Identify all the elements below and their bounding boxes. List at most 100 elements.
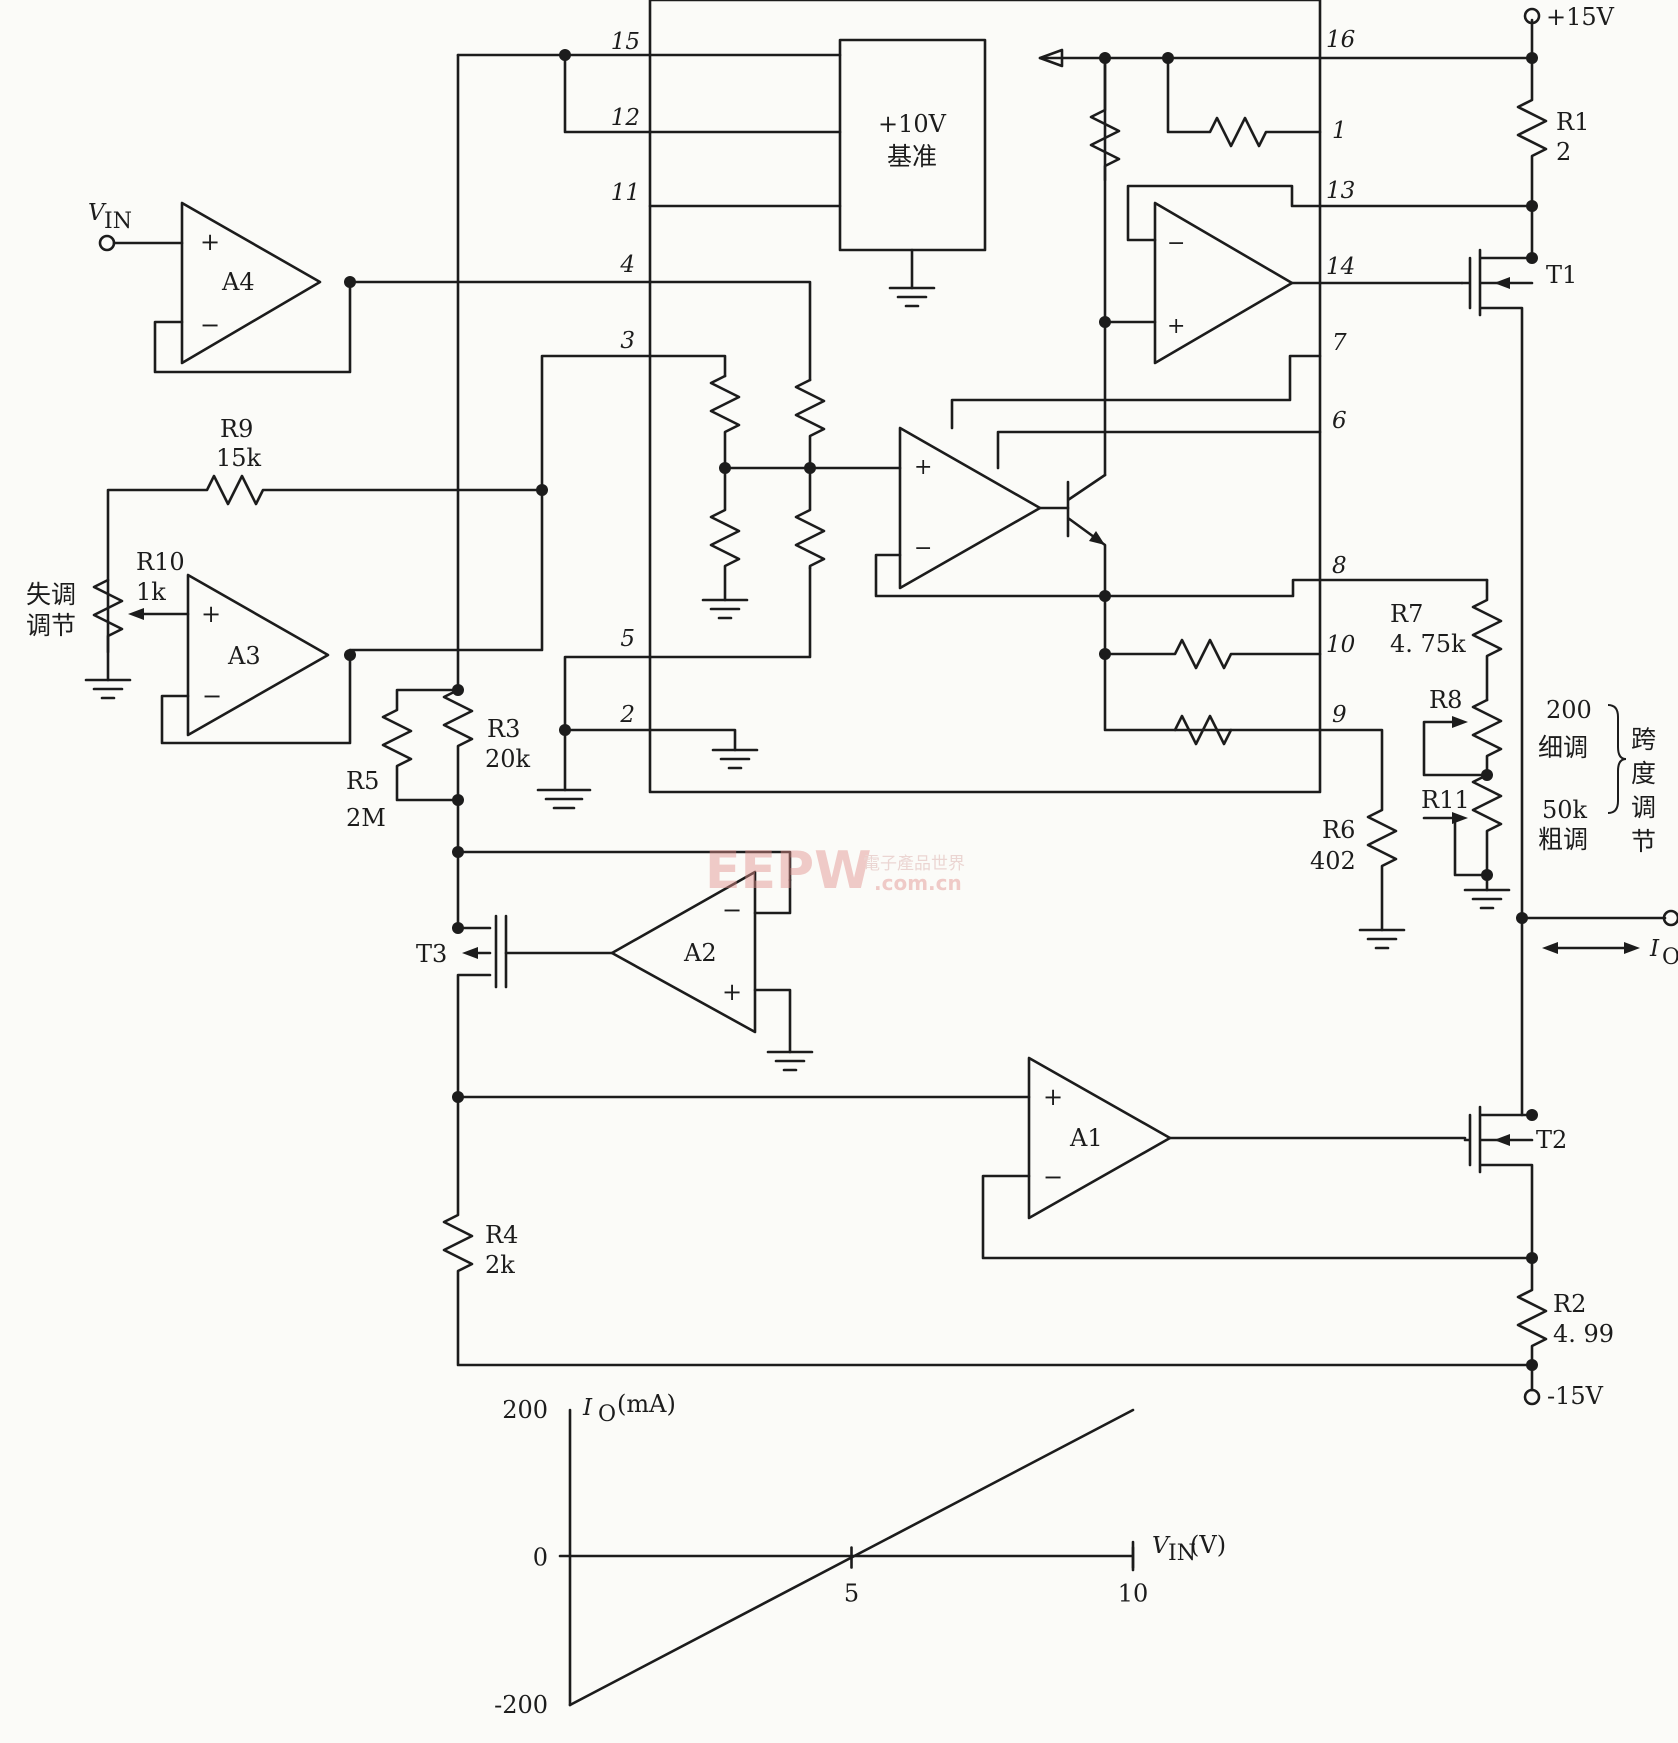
svg-text:A1: A1 xyxy=(1069,1124,1103,1152)
reference-label-cn: 基准 xyxy=(887,142,937,171)
svg-text:R8: R8 xyxy=(1429,686,1462,714)
svg-text:O: O xyxy=(1662,945,1678,970)
svg-text:度: 度 xyxy=(1631,759,1656,788)
reference-label: +10V xyxy=(878,110,947,138)
amp-a4 xyxy=(180,201,322,365)
svg-text:R1: R1 xyxy=(1556,108,1589,136)
svg-text:+: + xyxy=(1167,314,1185,339)
svg-text:15: 15 xyxy=(611,29,640,55)
pin-numbers: 15 12 11 4 3 5 2 16 1 13 14 7 6 8 10 9 xyxy=(611,27,1356,728)
internal-buffer xyxy=(1153,201,1294,365)
output-current-label: I xyxy=(1649,936,1660,962)
svg-text:R2: R2 xyxy=(1553,1290,1586,1318)
svg-text:7: 7 xyxy=(1332,330,1347,356)
svg-text:14: 14 xyxy=(1326,254,1355,280)
svg-text:节: 节 xyxy=(1631,827,1656,856)
svg-text:2: 2 xyxy=(1556,138,1571,166)
svg-text:12: 12 xyxy=(611,105,640,131)
svg-text:.com.cn: .com.cn xyxy=(874,871,962,895)
chart-y-tick-label: -200 xyxy=(494,1691,548,1719)
svg-text:R4: R4 xyxy=(485,1221,518,1249)
svg-text:−: − xyxy=(202,682,222,710)
svg-text:R10: R10 xyxy=(136,548,185,576)
svg-text:R9: R9 xyxy=(220,415,253,443)
svg-text:50k: 50k xyxy=(1542,796,1588,824)
svg-text:A2: A2 xyxy=(683,939,717,967)
chart-x-tick-label: 5 xyxy=(844,1580,859,1608)
svg-text:R5: R5 xyxy=(346,767,379,795)
chart-xlabel: V xyxy=(1152,1533,1171,1559)
svg-text:15k: 15k xyxy=(216,444,262,472)
svg-text:1: 1 xyxy=(1332,118,1347,144)
svg-text:20k: 20k xyxy=(485,745,531,773)
svg-text:2: 2 xyxy=(619,702,635,728)
supply-pos: +15V xyxy=(1546,3,1615,31)
chart-ylabel: I xyxy=(582,1395,593,1421)
chart-x-axis xyxy=(558,1540,1135,1572)
internal-opamp xyxy=(898,426,1042,590)
svg-text:8: 8 xyxy=(1332,553,1347,579)
svg-text:O: O xyxy=(598,1402,616,1427)
svg-text:1k: 1k xyxy=(136,578,166,606)
svg-text:(V): (V) xyxy=(1190,1531,1226,1559)
supply-neg: -15V xyxy=(1547,1382,1604,1410)
svg-text:T2: T2 xyxy=(1536,1126,1567,1154)
svg-text:+: + xyxy=(722,978,742,1006)
svg-text:16: 16 xyxy=(1326,27,1355,53)
svg-text:+: + xyxy=(201,600,221,628)
amp-a1 xyxy=(1027,1056,1172,1220)
ground-ref xyxy=(888,286,936,308)
svg-text:细调: 细调 xyxy=(1538,733,1588,762)
svg-text:IN: IN xyxy=(1168,1541,1196,1566)
svg-text:3: 3 xyxy=(620,328,635,354)
component-labels: R1 2 T1 T2 R2 4. 99 R3 20k R4 2k R5 2M R… xyxy=(136,108,1614,1348)
amp-a3 xyxy=(186,573,330,737)
svg-text:5: 5 xyxy=(620,626,635,652)
svg-text:2k: 2k xyxy=(485,1251,515,1279)
svg-text:2M: 2M xyxy=(346,804,386,832)
svg-text:调节: 调节 xyxy=(26,611,76,640)
junctions xyxy=(344,49,1538,1371)
svg-text:A3: A3 xyxy=(227,642,261,670)
svg-text:调: 调 xyxy=(1631,793,1656,822)
svg-text:11: 11 xyxy=(611,180,640,206)
svg-text:200: 200 xyxy=(1546,696,1592,724)
ic-outline xyxy=(648,0,1322,794)
svg-text:R7: R7 xyxy=(1390,600,1423,628)
svg-text:R6: R6 xyxy=(1322,816,1355,844)
svg-text:+: + xyxy=(914,455,932,480)
svg-text:失调: 失调 xyxy=(26,580,76,609)
svg-text:R11: R11 xyxy=(1421,786,1470,814)
svg-text:+: + xyxy=(1043,1083,1063,1111)
chart-y-tick-label: 0 xyxy=(533,1544,548,1572)
svg-text:電子產品世界: 電子產品世界 xyxy=(863,854,965,874)
chart-y-tick-label: 200 xyxy=(502,1396,548,1424)
svg-text:EEPW: EEPW xyxy=(705,841,872,901)
svg-text:跨: 跨 xyxy=(1631,725,1656,754)
watermark: EEPW 電子產品世界 .com.cn xyxy=(705,841,965,901)
svg-text:−: − xyxy=(1167,231,1185,256)
svg-text:4. 75k: 4. 75k xyxy=(1390,630,1466,658)
svg-text:−: − xyxy=(1043,1163,1063,1191)
annotations: 失调 调节 200 细调 50k 粗调 跨 度 调 节 I O xyxy=(26,580,1678,970)
svg-text:10: 10 xyxy=(1326,632,1355,658)
svg-text:IN: IN xyxy=(104,209,132,234)
svg-text:402: 402 xyxy=(1310,847,1356,875)
svg-text:R3: R3 xyxy=(487,715,520,743)
svg-text:粗调: 粗调 xyxy=(1538,825,1588,854)
svg-text:T1: T1 xyxy=(1546,261,1577,289)
svg-text:6: 6 xyxy=(1332,408,1347,434)
svg-text:A4: A4 xyxy=(221,268,255,296)
svg-text:4. 99: 4. 99 xyxy=(1553,1320,1614,1348)
vin-label: V xyxy=(88,200,107,226)
svg-text:9: 9 xyxy=(1332,702,1347,728)
svg-text:−: − xyxy=(722,896,742,924)
svg-text:4: 4 xyxy=(619,252,635,278)
svg-text:(mA): (mA) xyxy=(617,1390,676,1418)
svg-text:−: − xyxy=(200,311,220,339)
svg-text:13: 13 xyxy=(1326,178,1355,204)
amp-a2 xyxy=(610,870,757,1034)
